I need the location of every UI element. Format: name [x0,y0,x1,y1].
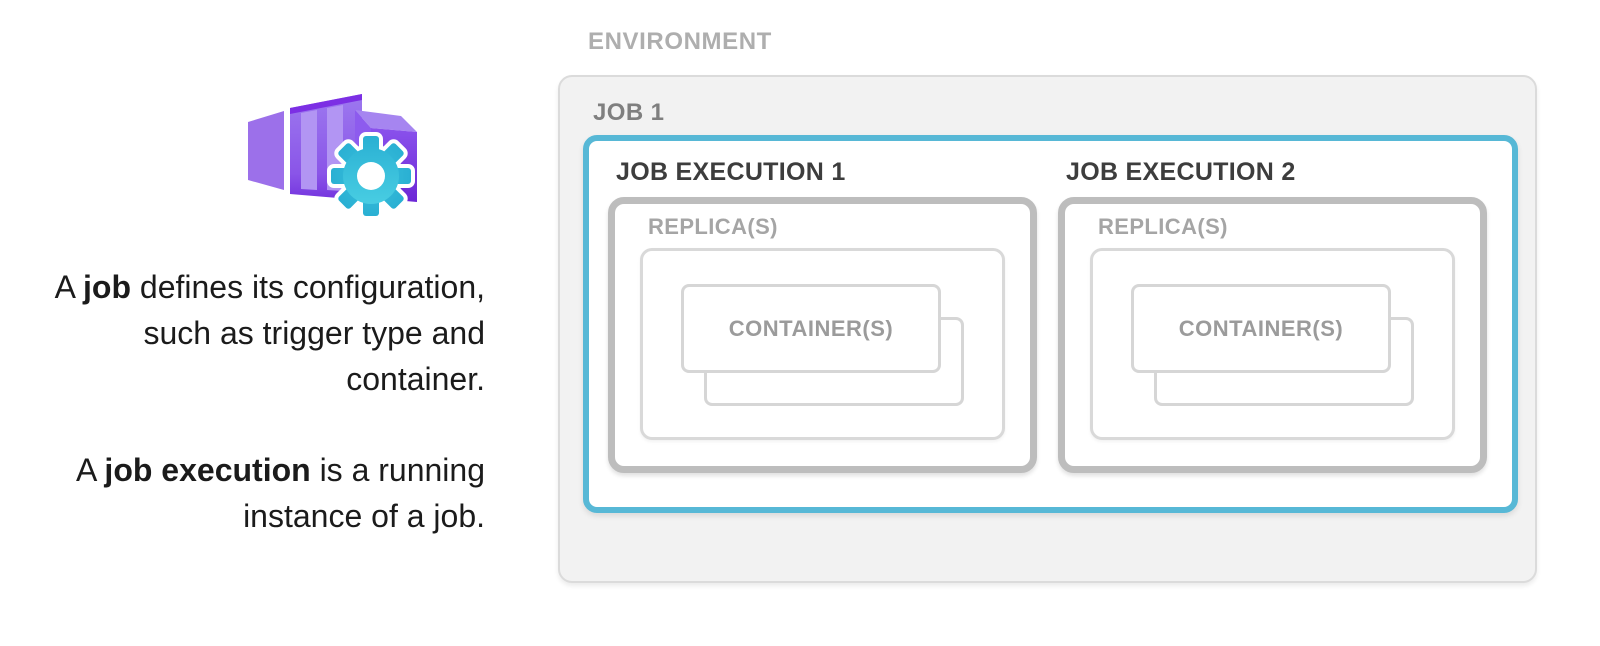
caption-text: defines its configuration, such as trigg… [131,269,485,398]
job-execution-2-label: JOB EXECUTION 2 [1066,158,1296,186]
container-label: CONTAINER(S) [1178,315,1344,341]
caption-text: A [54,269,84,305]
container-slab-icon [248,111,284,190]
replica-label: REPLICA(S) [648,214,778,239]
container-box-front: CONTAINER(S) [681,284,941,373]
caption-text: A [75,452,105,489]
caption-text: is a running instance of a job. [243,452,485,535]
environment-box: JOB 1 JOB EXECUTION 1 REPLICA(S) CONTAIN… [558,75,1537,583]
container-stack: CONTAINER(S) [681,284,964,406]
caption-paragraph-job: A job defines its configuration, such as… [45,264,485,402]
environment-label: ENVIRONMENT [588,28,772,55]
caption-bold-job-execution: job execution [104,452,311,489]
container-label: CONTAINER(S) [728,315,894,341]
caption: A job defines its configuration, such as… [45,264,485,539]
replica-label: REPLICA(S) [1098,214,1228,239]
job-execution-1: JOB EXECUTION 1 REPLICA(S) CONTAINER(S) [608,155,1037,507]
container-apps-job-icon [248,94,417,220]
job-label: JOB 1 [593,99,665,126]
job-box: JOB EXECUTION 1 REPLICA(S) CONTAINER(S) [583,135,1518,513]
container-box-front: CONTAINER(S) [1131,284,1391,373]
replica-box: CONTAINER(S) [640,248,1005,440]
job-execution-2: JOB EXECUTION 2 REPLICA(S) CONTAINER(S) [1058,155,1487,507]
container-stack: CONTAINER(S) [1131,284,1414,406]
gear-icon [327,132,415,220]
replica-box: CONTAINER(S) [1090,248,1455,440]
job-execution-1-box: REPLICA(S) CONTAINER(S) [608,197,1037,473]
job-execution-2-box: REPLICA(S) CONTAINER(S) [1058,197,1487,473]
job-execution-1-label: JOB EXECUTION 1 [616,158,846,186]
caption-bold-job: job [83,269,132,305]
caption-paragraph-job-execution: A job execution is a running instance of… [45,447,485,539]
